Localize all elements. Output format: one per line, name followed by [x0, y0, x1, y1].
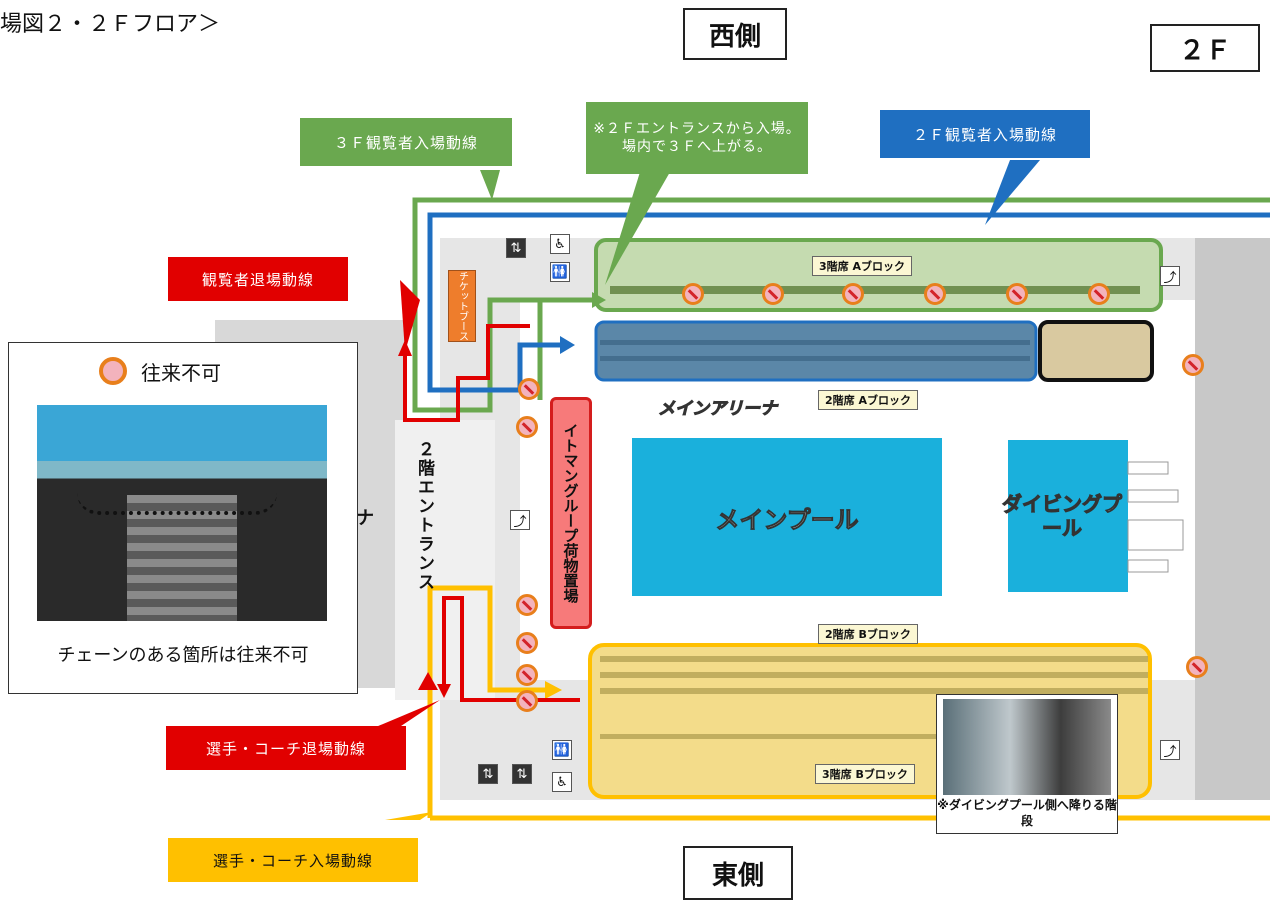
seat-label-2a: 2階席 Aブロック — [818, 390, 918, 410]
callout-note-2f: ※２Ｆエントランスから入場。場内で３Ｆへ上がる。 — [586, 102, 808, 174]
east-side-label: 東側 — [683, 846, 793, 900]
floor-label: ２Ｆ — [1150, 24, 1260, 72]
legend-no-entry-text: 往来不可 — [141, 361, 221, 385]
chain-photo — [37, 405, 327, 621]
callout-exit-athletes: 選手・コーチ退場動線 — [166, 726, 406, 770]
no-entry-icon — [516, 632, 538, 654]
entrance-label: ２階エントランス — [414, 440, 434, 592]
legend-box: 往来不可 チェーンのある箇所は往来不可 — [8, 342, 358, 694]
seat-block-2a-roped — [1038, 320, 1154, 382]
no-entry-icon — [1182, 354, 1204, 376]
seat-block-2a — [594, 320, 1038, 382]
no-entry-icon — [842, 283, 864, 305]
seat-label-3b: 3階席 Bブロック — [815, 764, 915, 784]
diving-pool-label: ダイビングプール — [1002, 492, 1123, 541]
callout-enter-3f: ３Ｆ観覧者入場動線 — [300, 118, 512, 166]
diving-boards — [1127, 461, 1184, 573]
page-title: 場図２・２Ｆフロア＞ — [0, 12, 221, 37]
emergency-exit-arrow — [418, 672, 438, 690]
elevator-icon: ⇅ — [478, 764, 498, 784]
no-entry-icon — [1088, 283, 1110, 305]
diving-pool-shape — [1008, 440, 1128, 592]
stairs-photo — [943, 699, 1111, 795]
wheelchair-icon: ♿ — [552, 772, 572, 792]
callout-enter-athletes: 選手・コーチ入場動線 — [168, 838, 418, 882]
no-entry-legend-icon — [99, 357, 127, 385]
no-entry-icon — [682, 283, 704, 305]
callout-enter-2f: ２Ｆ観覧者入場動線 — [880, 110, 1090, 158]
seat-label-2b: 2階席 Bブロック — [818, 624, 918, 644]
luggage-area: イトマングループ荷物置場 — [550, 397, 592, 629]
callout-exit-spectators: 観覧者退場動線 — [168, 257, 348, 301]
west-side-label: 西側 — [683, 8, 787, 60]
no-entry-icon — [924, 283, 946, 305]
seat-label-3a: 3階席 Aブロック — [812, 256, 912, 276]
stairs-note: ※ダイビングプール側へ降りる階段 — [937, 798, 1117, 828]
elevator-icon: ⇅ — [512, 764, 532, 784]
wheelchair-icon: ♿ — [550, 234, 570, 254]
no-entry-icon — [516, 594, 538, 616]
no-entry-icon — [1006, 283, 1028, 305]
no-entry-icon — [762, 283, 784, 305]
main-arena-label: メインアリーナ — [658, 399, 778, 420]
stairs-icon: ⤴ — [1160, 266, 1180, 286]
restroom-icon: 🚻 — [552, 740, 572, 760]
restroom-icon: 🚻 — [550, 262, 570, 282]
no-entry-icon — [516, 664, 538, 686]
main-pool-label: メインプール — [715, 506, 859, 535]
stairs-icon: ⤴ — [510, 510, 530, 530]
main-pool-shape — [632, 438, 942, 596]
legend-chain-note: チェーンのある箇所は往来不可 — [57, 645, 309, 666]
no-entry-icon — [516, 416, 538, 438]
ticket-booth: チケットブース — [448, 270, 476, 342]
right-wall — [1195, 238, 1270, 800]
no-entry-icon — [516, 690, 538, 712]
elevator-icon: ⇅ — [506, 238, 526, 258]
no-entry-icon — [1186, 656, 1208, 678]
arena-partial-label: ナ — [356, 508, 374, 529]
stairs-inset: ※ダイビングプール側へ降りる階段 — [936, 694, 1118, 834]
stairs-icon: ⤴ — [1160, 740, 1180, 760]
no-entry-icon — [518, 378, 540, 400]
